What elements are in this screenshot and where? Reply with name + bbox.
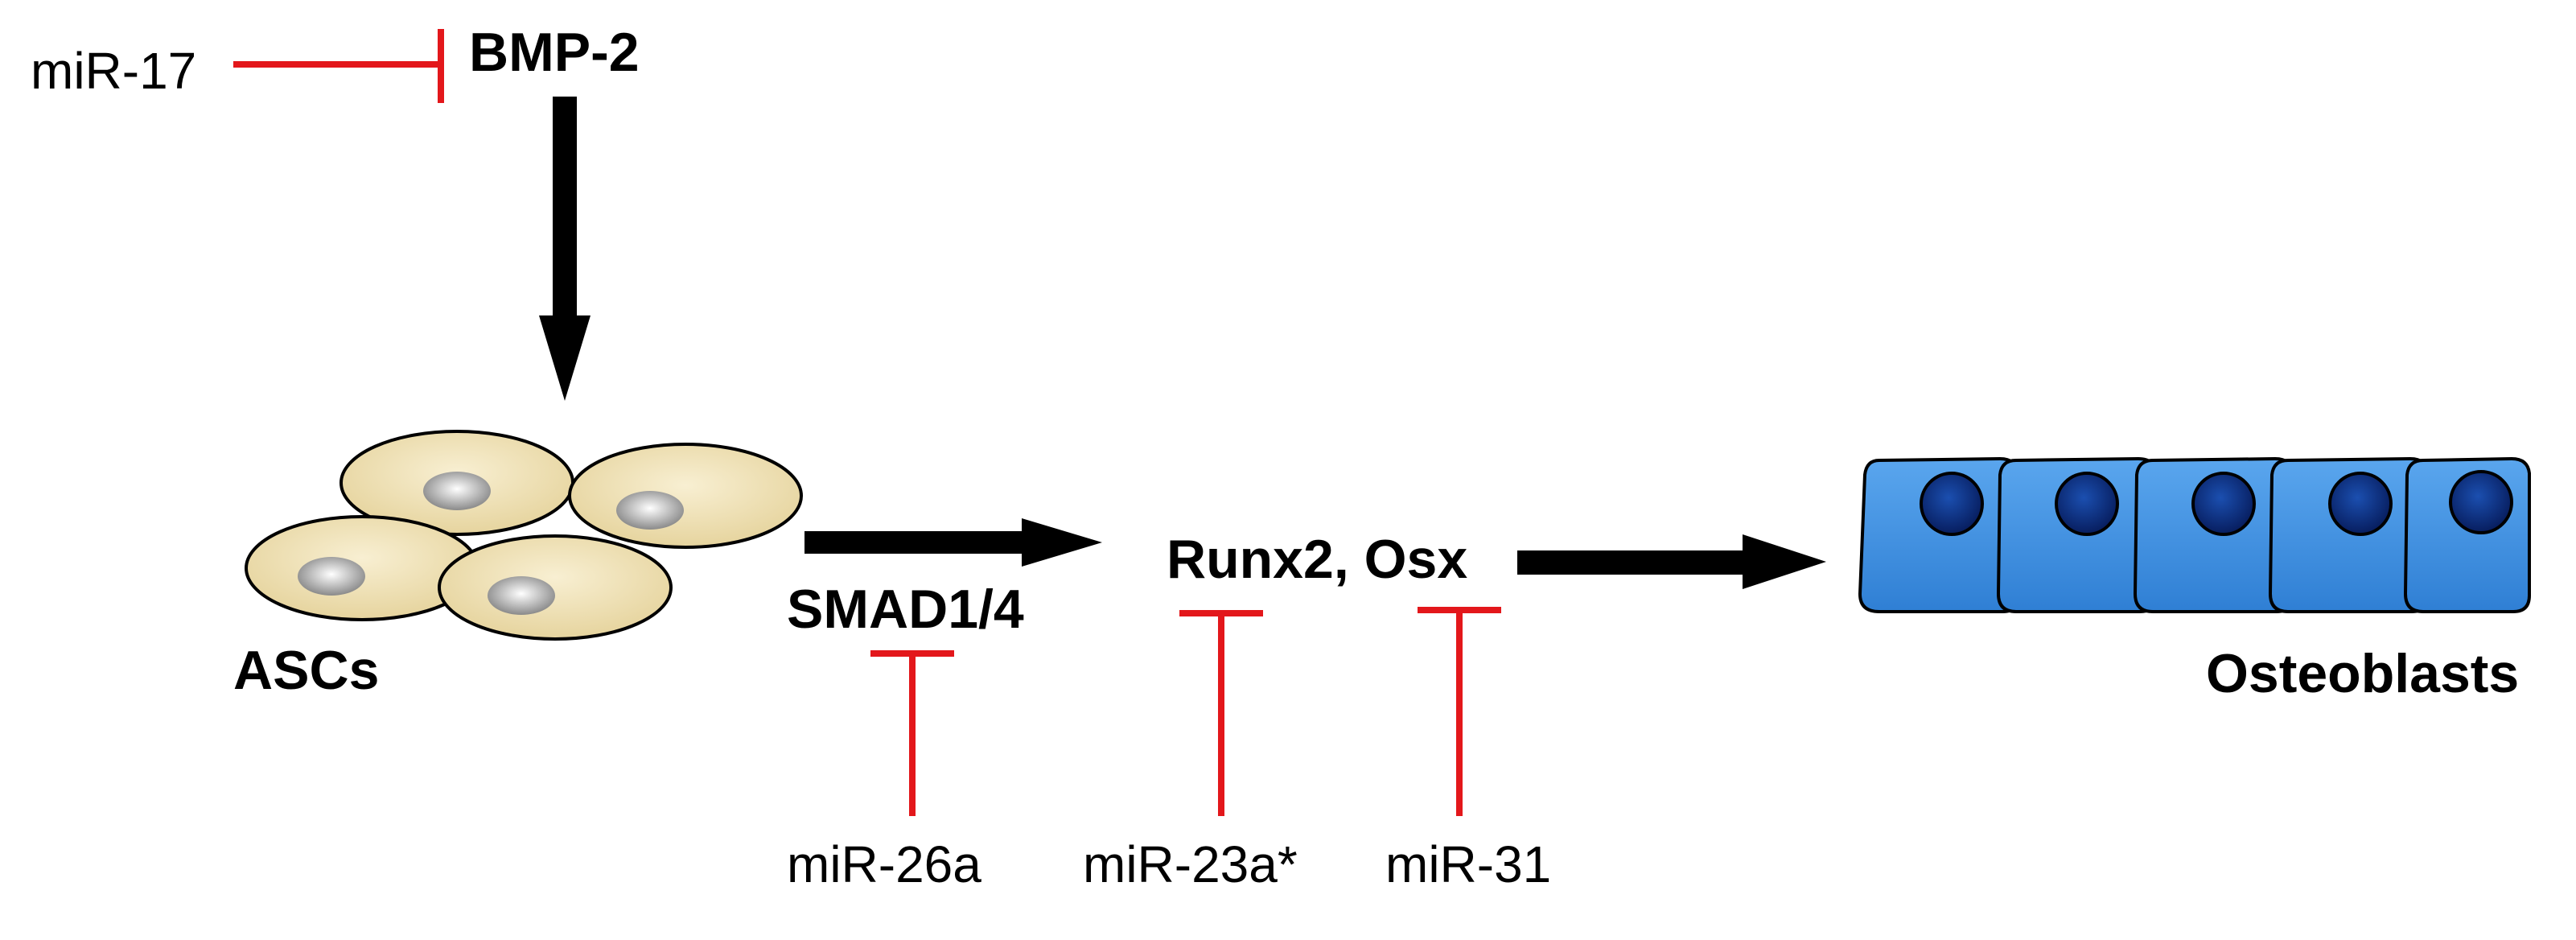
mir23a-inhibition-line <box>1179 610 1263 816</box>
mir26a-label: miR-26a <box>787 835 981 893</box>
mir26a-inhibition-line <box>870 650 954 816</box>
asc-nucleus <box>423 472 491 510</box>
mir31-inhibition-line <box>1418 607 1501 816</box>
ascs-label: ASCs <box>233 640 379 701</box>
asc-cell <box>568 443 803 549</box>
runx2-to-osteoblasts-arrow <box>1517 534 1826 589</box>
osteoblast-nucleus <box>2055 472 2119 536</box>
smad-label: SMAD1/4 <box>787 579 1024 640</box>
ascs-to-runx2-arrow <box>804 518 1102 567</box>
osteoblast-nucleus <box>2328 472 2393 536</box>
runx2-osx-label: Runx2, Osx <box>1167 529 1467 590</box>
bmp2-label: BMP-2 <box>469 22 640 83</box>
asc-nucleus <box>298 557 365 596</box>
asc-cell <box>438 534 673 641</box>
osteoblast-cell-row <box>1858 456 2531 613</box>
asc-nucleus <box>616 491 684 530</box>
bmp2-to-ascs-arrow <box>539 97 591 401</box>
mir31-label: miR-31 <box>1385 835 1551 893</box>
mir17-inhibition-line <box>233 29 444 103</box>
asc-nucleus <box>488 576 555 615</box>
osteoblast-nucleus <box>2449 470 2513 534</box>
osteoblast-nucleus <box>1920 472 1984 536</box>
ascs-cell-cluster <box>245 430 803 641</box>
osteoblasts-label: Osteoblasts <box>2206 643 2519 704</box>
mir23a-label: miR-23a* <box>1083 835 1298 893</box>
mir17-label: miR-17 <box>31 42 196 100</box>
osteoblast-nucleus <box>2191 472 2256 536</box>
